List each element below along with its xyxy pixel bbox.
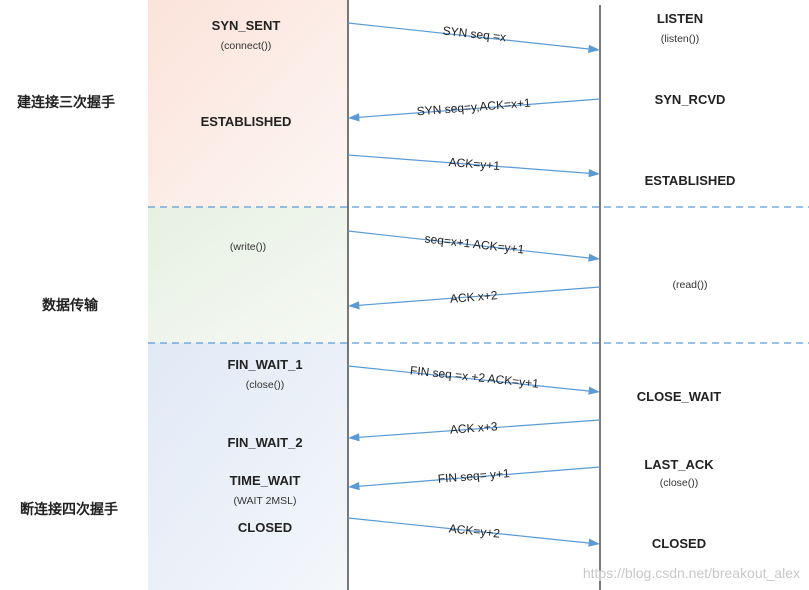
client-state-fin-wait-2: FIN_WAIT_2 [227, 435, 302, 450]
client-state-syn-sent: SYN_SENT [212, 18, 281, 33]
watermark-text: https://blog.csdn.net/breakout_alex [583, 565, 800, 581]
client-note-connect: (connect()) [221, 40, 272, 52]
handshake-phase-background [148, 0, 348, 207]
message-arrow-2: SYN seq=y,ACK=x+1 [348, 96, 601, 122]
message-arrow-4: seq=x+1 ACK=y+1 [347, 230, 600, 262]
message-label-7: ACK x+3 [449, 419, 498, 436]
server-state-last-ack: LAST_ACK [644, 457, 714, 472]
phase-label-transfer: 数据传输 [42, 297, 99, 314]
server-state-closed: CLOSED [652, 536, 706, 551]
server-state-syn-rcvd: SYN_RCVD [655, 92, 726, 107]
message-arrow-6: FIN seq =x +2 ACK=y+1 [347, 363, 600, 395]
client-note-close: (close()) [246, 379, 285, 391]
message-arrow-5: ACK x+2 [348, 286, 601, 310]
server-state-close-wait: CLOSE_WAIT [637, 389, 722, 404]
message-arrow-9: ACK=y+2 [347, 517, 600, 547]
message-label-9: ACK=y+2 [448, 521, 501, 540]
server-note-read: (read()) [672, 279, 707, 291]
message-label-3: ACK=y+1 [448, 155, 501, 173]
server-state-established: ESTABLISHED [645, 173, 736, 188]
message-label-5: ACK x+2 [449, 288, 498, 306]
transfer-phase-background [148, 207, 348, 343]
client-note-wait-2msl: (WAIT 2MSL) [233, 495, 296, 507]
message-label-1: SYN seq =x [442, 24, 507, 45]
server-note-listen: (listen()) [661, 33, 700, 45]
server-note-close: (close()) [660, 477, 699, 489]
message-label-4: seq=x+1 ACK=y+1 [424, 231, 525, 256]
phase-label-handshake: 建连接三次握手 [17, 94, 115, 111]
client-state-fin-wait-1: FIN_WAIT_1 [227, 357, 302, 372]
message-label-6: FIN seq =x +2 ACK=y+1 [409, 363, 539, 390]
client-note-write: (write()) [230, 241, 266, 253]
message-label-2: SYN seq=y,ACK=x+1 [416, 96, 531, 119]
server-state-listen: LISTEN [657, 11, 703, 26]
client-state-established: ESTABLISHED [201, 114, 292, 129]
client-state-time-wait: TIME_WAIT [230, 473, 301, 488]
message-label-8: FIN seq= y+1 [437, 466, 510, 486]
phase-label-teardown: 断连接四次握手 [20, 501, 118, 518]
message-arrow-8: FIN seq= y+1 [348, 466, 601, 491]
message-arrow-7: ACK x+3 [348, 419, 601, 442]
client-state-closed: CLOSED [238, 520, 292, 535]
teardown-phase-background [148, 343, 348, 590]
message-arrow-1: SYN seq =x [347, 22, 600, 53]
message-arrow-3: ACK=y+1 [347, 154, 600, 178]
